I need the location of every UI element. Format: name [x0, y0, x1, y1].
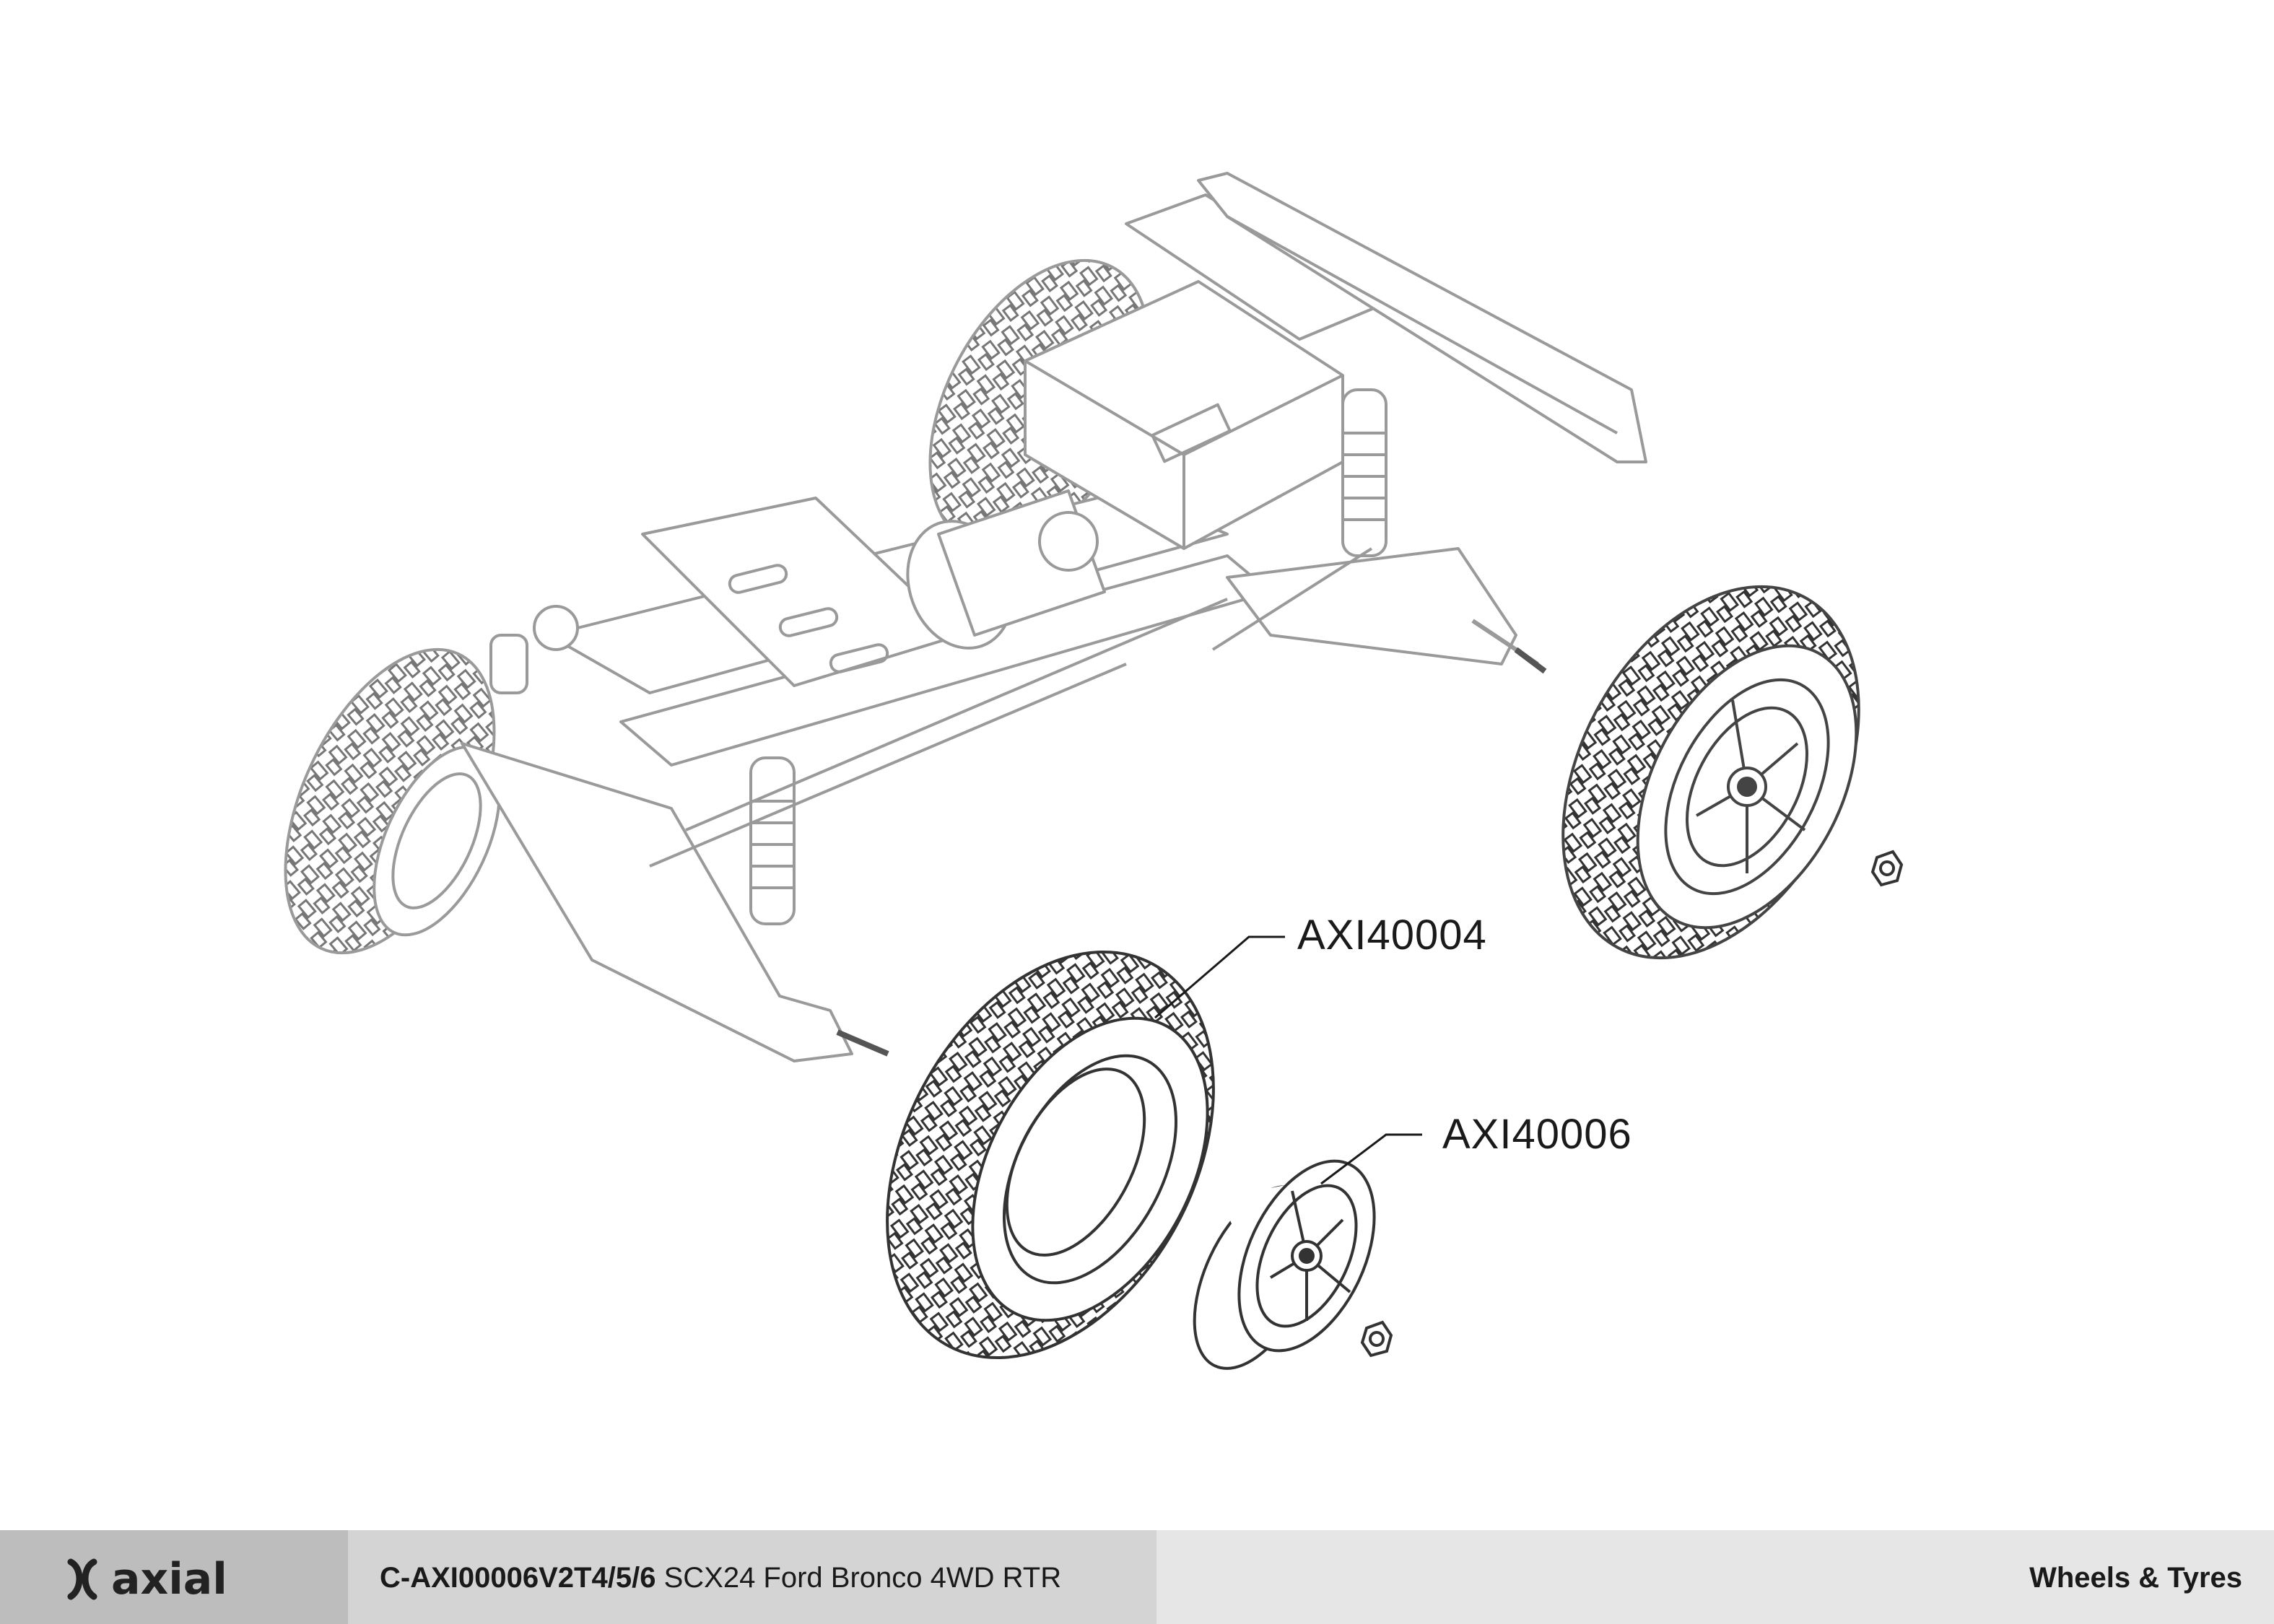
leader-line-tire: [1154, 935, 1285, 1019]
exploded-view-diagram: [284, 172, 1904, 1370]
rear-shock: [749, 756, 796, 925]
wheel-spokes-right: [1696, 699, 1806, 873]
motor-assembly: [906, 489, 1106, 650]
callout-wheel: AXI40006: [1442, 1111, 1632, 1158]
document-name: SCX24 Ford Bronco 4WD RTR: [663, 1562, 1062, 1594]
footer-logo-panel: axial: [0, 1530, 348, 1624]
leader-line-wheel: [1320, 1133, 1422, 1185]
front-axle: [1226, 547, 1517, 665]
footer-section-panel: Wheels & Tyres: [1156, 1530, 2274, 1624]
wheel-assembly-right: [1561, 585, 1860, 960]
document-title: C-AXI00006V2T4/5/6 SCX24 Ford Bronco 4WD…: [380, 1562, 1061, 1594]
footer-bar: axial C-AXI00006V2T4/5/6 SCX24 Ford Bron…: [0, 1530, 2274, 1624]
wheel-nut-part: [1360, 1320, 1393, 1358]
brand-wordmark: axial: [111, 1554, 227, 1604]
footer-title-panel: C-AXI00006V2T4/5/6 SCX24 Ford Bronco 4WD…: [348, 1530, 1156, 1624]
ghost-tire-front-left: [284, 647, 501, 955]
axial-logo: axial: [67, 1554, 227, 1604]
leader-lines: [1154, 935, 1422, 1185]
rear-upper-shock: [489, 605, 579, 694]
callout-tire: AXI40004: [1297, 912, 1487, 959]
wheel-nut-right: [1870, 850, 1904, 887]
rear-axle: [461, 742, 853, 1062]
section-title: Wheels & Tyres: [2029, 1562, 2242, 1594]
front-shock: [1341, 388, 1388, 557]
tire-part: [886, 950, 1215, 1360]
wheel-spokes-part: [1269, 1190, 1351, 1321]
wheel-part: [1193, 1159, 1376, 1370]
chassis-assembly: [284, 172, 1647, 1062]
document-code: C-AXI00006V2T4/5/6: [380, 1562, 656, 1594]
